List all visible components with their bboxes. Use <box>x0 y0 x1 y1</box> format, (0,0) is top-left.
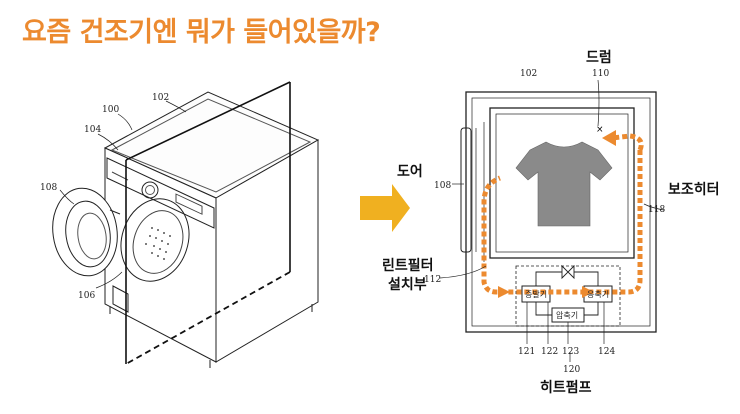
dryer-top-inner <box>110 98 312 193</box>
display-panel <box>175 193 203 215</box>
ref-108-right: 108 <box>434 181 451 191</box>
ref-106: 106 <box>78 291 95 301</box>
transition-arrow <box>360 184 410 232</box>
page-title: 요즘 건조기엔 뭐가 들어있을까? <box>22 17 381 48</box>
ref-112: 112 <box>424 275 441 285</box>
lower-access-panel <box>112 285 129 313</box>
ref-124: 124 <box>598 347 615 357</box>
label-lint-filter-line2: 설치부 <box>388 277 427 293</box>
ref-120: 120 <box>563 365 580 375</box>
compressor-label: 압축기 <box>556 311 578 320</box>
drum-perforation <box>145 227 171 260</box>
ref-108-left: 108 <box>40 183 57 193</box>
dryer-cross-section <box>460 91 657 333</box>
ref-104: 104 <box>84 125 101 135</box>
drum-opening <box>120 198 190 282</box>
ref-102-right: 102 <box>520 69 537 79</box>
section-plane <box>125 81 291 365</box>
door <box>460 127 472 253</box>
right-leader-lines <box>439 79 665 362</box>
airflow-arrow-bottom-left <box>498 286 510 298</box>
ref-122: 122 <box>541 347 558 357</box>
label-heat-pump: 히트펌프 <box>540 379 592 396</box>
expansion-valve <box>561 264 569 280</box>
ref-118: 118 <box>648 205 665 215</box>
control-panel <box>106 157 215 229</box>
ref-110: 110 <box>592 69 609 79</box>
ref-100: 100 <box>102 105 119 115</box>
condenser-label: 응축기 <box>587 290 609 299</box>
ref-121: 121 <box>518 347 535 357</box>
drum <box>489 107 635 259</box>
cabinet-outline <box>465 91 657 333</box>
label-door: 도어 <box>397 163 423 180</box>
ref-102-left: 102 <box>152 93 169 103</box>
label-aux-heater: 보조히터 <box>668 181 720 198</box>
shirt-icon <box>515 141 613 227</box>
left-leader-lines <box>59 100 187 289</box>
dryer-isometric-illustration <box>52 91 320 368</box>
drum-center-mark: × <box>596 125 604 135</box>
airflow-path <box>481 133 644 295</box>
airflow-arrow-head <box>602 130 616 146</box>
control-knob <box>141 181 159 199</box>
airflow-arrow-bottom-right <box>582 286 594 298</box>
ref-123: 123 <box>562 347 579 357</box>
label-drum: 드럼 <box>586 50 612 66</box>
evaporator-label: 증발기 <box>525 289 547 299</box>
label-lint-filter-line1: 린트필터 <box>382 257 434 274</box>
